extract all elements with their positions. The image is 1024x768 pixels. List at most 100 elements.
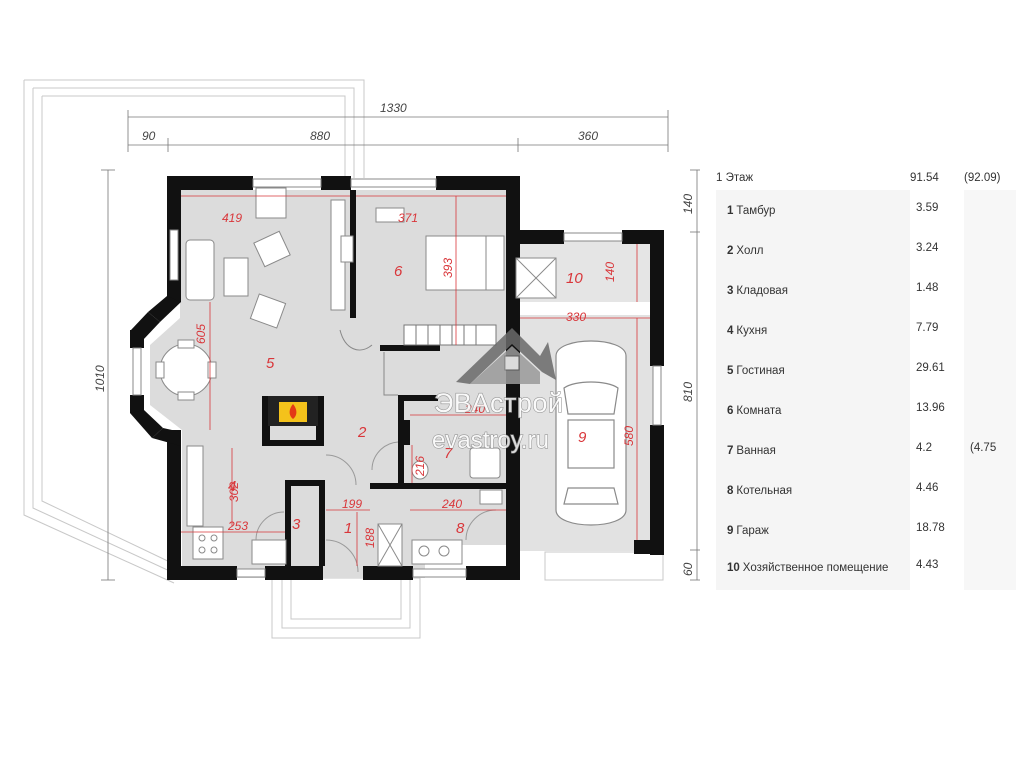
watermark-brand: ЭВАстрой xyxy=(434,388,564,418)
room-number-9: 9 xyxy=(578,429,587,446)
dim-hall-width: 199 xyxy=(342,497,362,511)
legend-room-number: 7 xyxy=(727,445,734,457)
dim-segment-middle: 880 xyxy=(310,129,330,143)
garage-apron xyxy=(544,551,664,581)
legend-room-name: Комната xyxy=(736,405,782,417)
legend-room-area: 4.46 xyxy=(910,470,964,510)
legend-room-area-alt xyxy=(964,190,1016,230)
watermark-site: evastroy.ru xyxy=(432,427,549,454)
legend-room-number: 9 xyxy=(727,525,734,537)
dim-overall-height: 1010 xyxy=(93,365,107,392)
dim-vestibule-depth: 188 xyxy=(363,528,377,548)
dim-overall-width: 1330 xyxy=(380,101,407,115)
dim-living-depth: 605 xyxy=(194,324,208,344)
legend-room-area: 3.24 xyxy=(910,230,964,270)
legend-room-area: 1.48 xyxy=(910,270,964,310)
watermark-house-icon xyxy=(456,328,556,384)
legend-room-number: 2 xyxy=(727,245,734,257)
dim-garage-width: 330 xyxy=(566,310,586,324)
fireplace xyxy=(268,396,318,426)
dim-garage-depth: 580 xyxy=(622,426,636,446)
legend-room-area-alt xyxy=(964,310,1016,350)
legend-room-area: 4.2 xyxy=(910,430,964,470)
legend-room-area: 29.61 xyxy=(910,350,964,390)
legend-room-area-alt xyxy=(964,510,1016,550)
floor-label: 1 Этаж xyxy=(716,172,754,184)
room-number-3: 3 xyxy=(292,516,301,533)
legend-room-number: 5 xyxy=(727,365,734,377)
room-number-10: 10 xyxy=(566,270,583,287)
legend-room-area: 7.79 xyxy=(910,310,964,350)
legend-room-area: 3.59 xyxy=(910,190,964,230)
legend-room-number: 1 xyxy=(727,205,734,217)
legend-room-name: Ванная xyxy=(736,445,776,457)
legend-room-area-alt xyxy=(964,350,1016,390)
legend-room-name: Хозяйственное помещение xyxy=(742,562,889,574)
dim-utility-depth: 140 xyxy=(603,262,617,282)
room-number-8: 8 xyxy=(456,520,465,537)
dim-room-width: 371 xyxy=(398,211,418,225)
dim-living-width: 419 xyxy=(222,211,242,225)
staircase xyxy=(339,324,497,396)
legend-room-name: Гостиная xyxy=(736,365,785,377)
dimension-lines xyxy=(101,110,700,581)
dim-right-middle: 810 xyxy=(681,382,695,402)
dim-right-top: 140 xyxy=(681,194,695,214)
legend-room-name: Тамбур xyxy=(736,205,776,217)
door-swings xyxy=(255,441,497,573)
legend-room-number: 3 xyxy=(727,285,734,297)
legend-room-area: 13.96 xyxy=(910,390,964,430)
dim-kitchen-depth: 302 xyxy=(227,482,241,502)
legend-room-name: Котельная xyxy=(736,485,793,497)
room-dimension-lines xyxy=(181,195,650,566)
floor-plan: 1330 90 880 360 1010 140 810 60 419 371 … xyxy=(23,79,700,639)
windows xyxy=(132,178,662,578)
dim-kitchen-width: 253 xyxy=(227,519,248,533)
legend-room-area-alt xyxy=(964,230,1016,270)
legend-room-area: 4.43 xyxy=(910,550,964,590)
legend-room-number: 6 xyxy=(727,405,734,417)
legend-room-name: Кухня xyxy=(736,325,768,337)
room-number-5: 5 xyxy=(266,355,275,372)
dim-bath-width: 240 xyxy=(464,402,485,416)
entrance-porch xyxy=(271,577,421,639)
dim-room-depth: 393 xyxy=(441,258,455,278)
terrace-outline xyxy=(23,79,365,584)
floor-area-alt: (92.09) xyxy=(964,172,1001,184)
room-number-2: 2 xyxy=(357,424,367,441)
legend-header: 1 Этаж 91.54 (92.09) xyxy=(716,170,1016,186)
legend-room-name: Холл xyxy=(736,245,764,257)
dim-segment-left: 90 xyxy=(142,129,156,143)
legend-room-number: 4 xyxy=(727,325,734,337)
floor-area: 91.54 xyxy=(910,172,939,184)
car xyxy=(555,340,627,526)
room-number-4: 4 xyxy=(228,478,236,495)
legend-room-area-alt xyxy=(964,470,1016,510)
legend-room-number: 10 xyxy=(727,562,740,574)
legend-room-name: Кладовая xyxy=(736,285,788,297)
dim-segment-right: 360 xyxy=(578,129,598,143)
dim-right-bottom: 60 xyxy=(681,562,695,576)
furniture xyxy=(155,187,557,567)
room-number-6: 6 xyxy=(394,263,403,280)
legend-room-area-alt xyxy=(964,550,1016,590)
